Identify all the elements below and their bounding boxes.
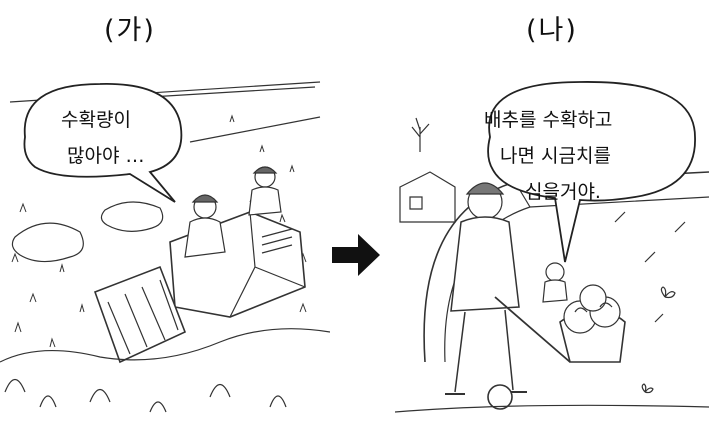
panel-label-ga: (가) bbox=[104, 15, 156, 46]
greenhouse-wheelbarrow-illustration bbox=[395, 81, 709, 413]
speech-line: 배추를 수확하고 bbox=[484, 109, 613, 131]
speech-line: 수확량이 bbox=[61, 109, 131, 131]
right-arrow-icon bbox=[332, 234, 380, 276]
panel-label-na: (나) bbox=[526, 15, 578, 46]
speech-line: 많아야 … bbox=[67, 145, 145, 167]
speech-line: 심을거야. bbox=[525, 181, 601, 203]
harvest-field-illustration bbox=[0, 81, 330, 413]
speech-line: 나면 시금치를 bbox=[500, 145, 611, 167]
